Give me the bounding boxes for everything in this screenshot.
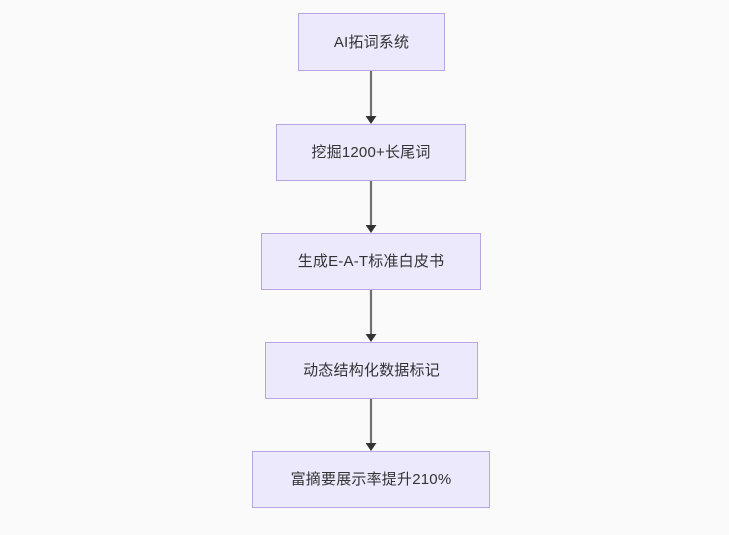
arrowhead-icon [365, 443, 377, 451]
edge-n3-n4 [356, 287, 386, 347]
arrowhead-icon [365, 225, 377, 233]
flow-node-rich-snippet-result[interactable]: 富摘要展示率提升210% [252, 451, 490, 508]
flow-node-dynamic-structured-data[interactable]: 动态结构化数据标记 [265, 342, 478, 399]
flow-node-generate-eat-whitepaper[interactable]: 生成E-A-T标准白皮书 [261, 233, 481, 290]
flow-node-label: 富摘要展示率提升210% [290, 471, 452, 488]
flow-node-ai-keyword-system[interactable]: AI拓词系统 [298, 13, 445, 71]
arrowhead-icon [365, 334, 377, 342]
flow-node-label: 生成E-A-T标准白皮书 [297, 253, 445, 270]
edge-n4-n5 [356, 396, 386, 456]
arrowhead-icon [365, 116, 377, 124]
flow-node-label: 挖掘1200+长尾词 [311, 144, 431, 161]
edge-n1-n2 [356, 68, 386, 128]
flow-node-label: 动态结构化数据标记 [303, 362, 440, 379]
edge-n2-n3 [356, 178, 386, 238]
flow-node-mine-longtail-keywords[interactable]: 挖掘1200+长尾词 [276, 124, 466, 181]
flow-node-label: AI拓词系统 [333, 33, 410, 51]
